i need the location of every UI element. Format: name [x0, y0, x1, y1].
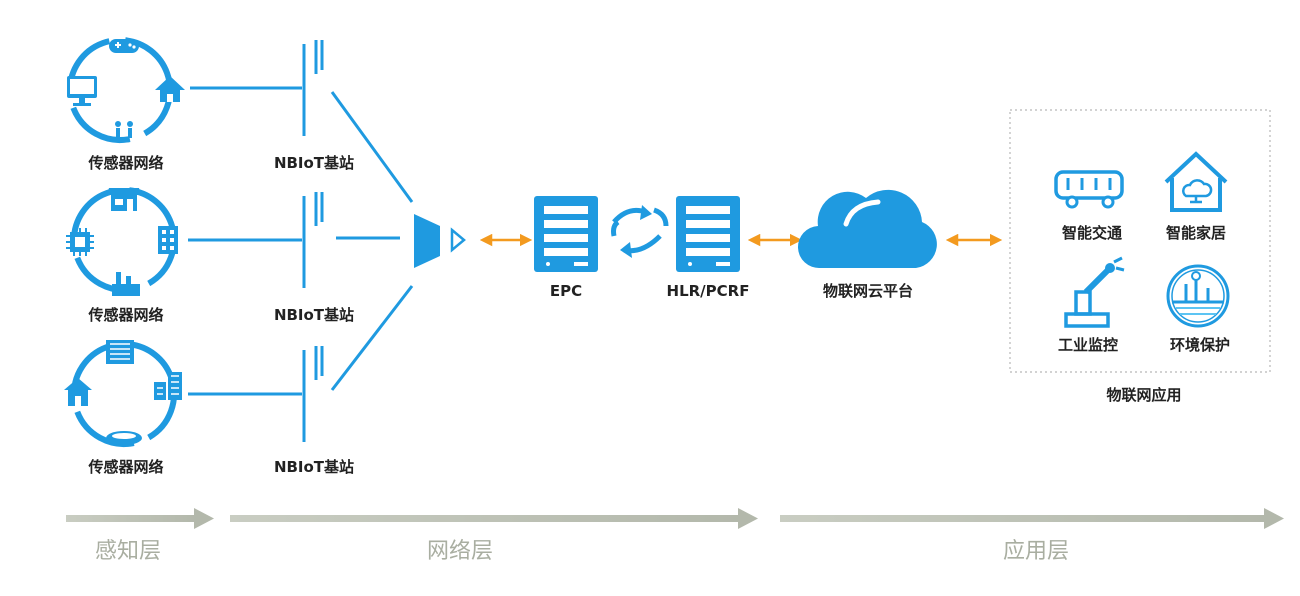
- chip-icon: [66, 228, 94, 256]
- sensor-network-2: 传感器网络: [66, 187, 178, 324]
- layer-arrow-perception: [66, 508, 214, 529]
- applications-panel: 智能交通 智能家居 工业监控 环境保护: [1009, 109, 1271, 373]
- base-station-label: NBIoT基站: [274, 306, 354, 324]
- layer-label-network: 网络层: [427, 539, 493, 564]
- antenna-icon: [302, 40, 324, 136]
- aggregator-icon: [414, 214, 466, 268]
- sensor-network-label: 传感器网络: [87, 458, 163, 476]
- stadium-icon: [106, 431, 142, 445]
- app-label: 智能交通: [1062, 224, 1122, 242]
- smart-home-icon: [1164, 151, 1228, 212]
- layer-label-application: 应用层: [1003, 539, 1069, 564]
- sensor-network-label: 传感器网络: [87, 154, 163, 172]
- antenna-icon: [302, 192, 324, 288]
- people-icon: [115, 121, 133, 138]
- apartment-icon: [154, 372, 182, 400]
- epc-label: EPC: [550, 282, 582, 300]
- layer-arrows: [66, 508, 1284, 529]
- factory-icon: [112, 272, 140, 296]
- house-icon: [64, 378, 92, 406]
- layer-arrow-network: [230, 508, 758, 529]
- base-station-2: NBIoT基站: [274, 192, 354, 324]
- layer-label-perception: 感知层: [95, 539, 161, 564]
- bus-icon: [1054, 170, 1124, 209]
- app-label: 工业监控: [1058, 336, 1118, 354]
- cloud-platform-label: 物联网云平台: [823, 282, 913, 300]
- antenna-icon: [302, 346, 324, 442]
- applications-title: 物联网应用: [1106, 386, 1181, 404]
- app-label: 环境保护: [1170, 336, 1230, 354]
- hlr-server-icon: [676, 196, 740, 272]
- office-tower-icon: [106, 340, 134, 364]
- sensor-network-3: 传感器网络: [64, 340, 182, 476]
- monitor-icon: [67, 76, 97, 106]
- cloud-icon: [797, 189, 937, 269]
- layer-arrow-application: [780, 508, 1284, 529]
- connection-lines: [188, 86, 414, 396]
- base-station-3: NBIoT基站: [274, 346, 354, 476]
- base-station-label: NBIoT基站: [274, 458, 354, 476]
- gamepad-icon: [109, 39, 139, 53]
- shop-icon: [107, 188, 141, 211]
- robot-arm-icon: [1064, 256, 1125, 328]
- epc-server-icon: [534, 196, 598, 272]
- sensor-network-label: 传感器网络: [87, 306, 163, 324]
- base-station-1: NBIoT基站: [274, 40, 354, 172]
- building-icon: [158, 226, 178, 254]
- sensor-network-1: 传感器网络: [67, 37, 185, 172]
- environment-icon: [1166, 264, 1230, 328]
- app-label: 智能家居: [1166, 224, 1226, 242]
- home-icon: [155, 76, 185, 102]
- base-station-label: NBIoT基站: [274, 154, 354, 172]
- hlr-label: HLR/PCRF: [667, 282, 750, 300]
- sync-arrows-icon: [611, 205, 669, 258]
